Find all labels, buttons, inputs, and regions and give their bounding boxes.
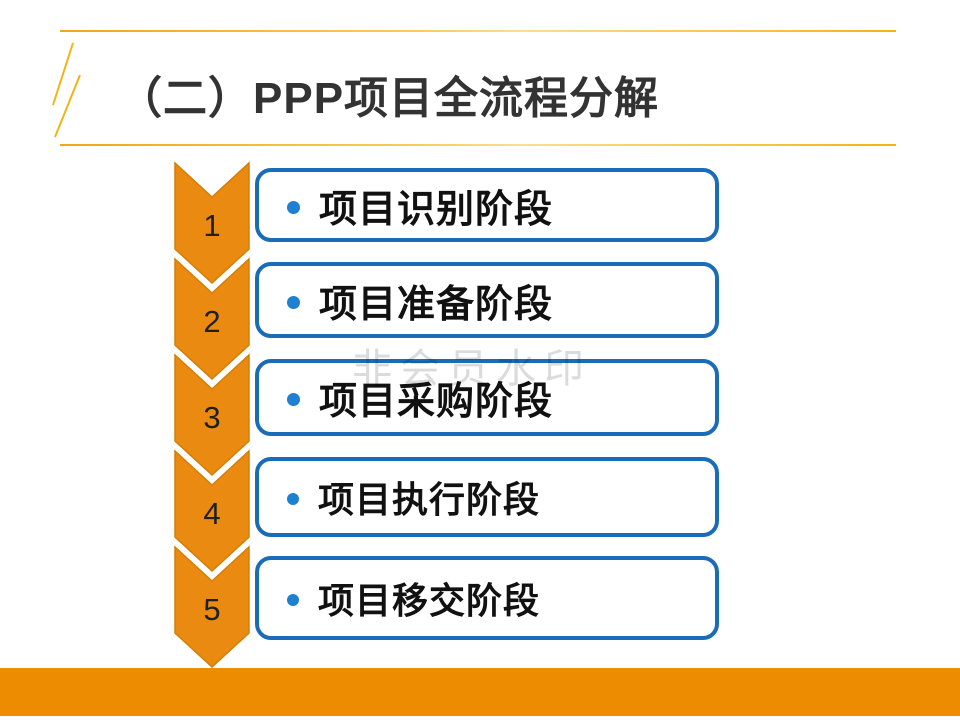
step-number-1: 1 bbox=[203, 208, 221, 243]
step-label-1: 项目识别阶段 bbox=[319, 188, 554, 231]
footer-accent-bar bbox=[0, 668, 960, 716]
chevron-step-1-shape bbox=[174, 161, 250, 285]
step-number-5: 5 bbox=[203, 592, 221, 627]
step-number-3: 3 bbox=[203, 400, 221, 435]
step-label-4: 项目执行阶段 bbox=[318, 479, 541, 520]
title-top-rule bbox=[60, 30, 896, 32]
chevron-step-3-shape bbox=[174, 353, 250, 477]
chevron-step-5-shape bbox=[174, 545, 250, 669]
bullet-icon bbox=[287, 594, 299, 606]
slide-title: （二）PPP项目全流程分解 bbox=[118, 74, 660, 123]
bullet-icon bbox=[287, 200, 300, 214]
watermark-text: 非会员水印 bbox=[352, 347, 592, 391]
decorative-slashes-icon bbox=[52, 42, 81, 138]
chevron-step-2-shape bbox=[174, 257, 250, 381]
chevron-step-4-shape bbox=[174, 449, 250, 573]
step-number-2: 2 bbox=[203, 304, 221, 339]
step-box-5: 项目移交阶段 bbox=[255, 556, 719, 640]
bullet-icon bbox=[287, 295, 300, 309]
bullet-icon bbox=[287, 493, 299, 505]
step-number-4: 4 bbox=[203, 496, 221, 531]
step-label-5: 项目移交阶段 bbox=[318, 580, 541, 621]
process-chevron-arrows bbox=[174, 161, 250, 669]
step-box-1: 项目识别阶段 bbox=[255, 168, 719, 242]
step-box-3: 项目采购阶段 bbox=[255, 359, 719, 436]
step-label-3: 项目采购阶段 bbox=[319, 381, 554, 423]
step-box-2: 项目准备阶段 bbox=[255, 262, 719, 338]
title-bottom-rule bbox=[60, 144, 896, 146]
step-box-4: 项目执行阶段 bbox=[255, 457, 719, 537]
step-label-2: 项目准备阶段 bbox=[319, 283, 554, 326]
bullet-icon bbox=[287, 393, 300, 406]
